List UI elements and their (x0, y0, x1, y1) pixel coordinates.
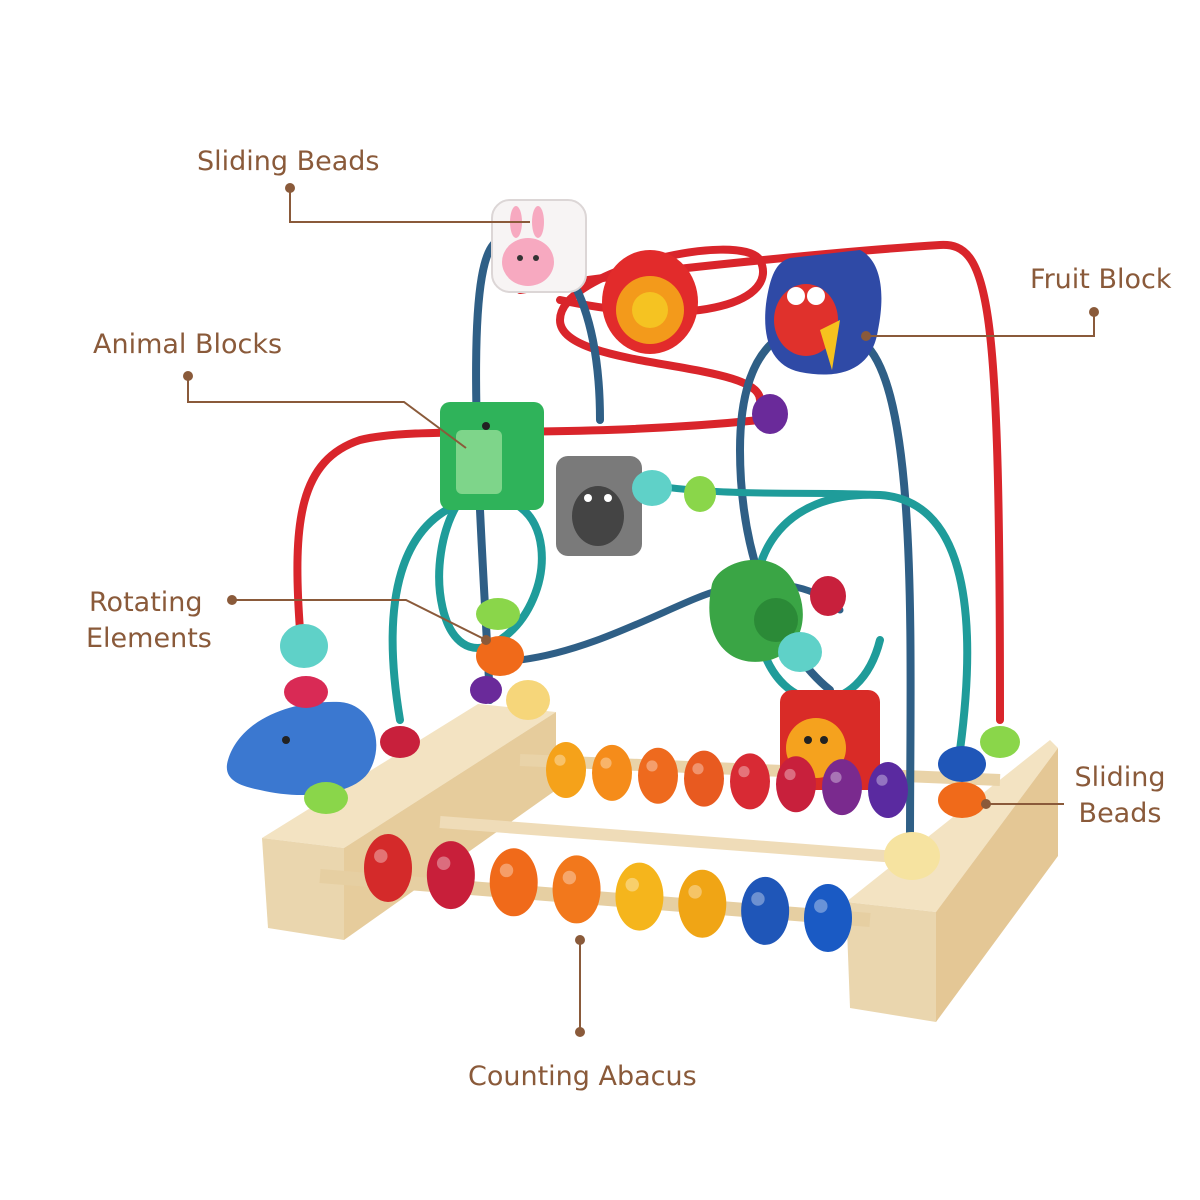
label-sliding-beads-right-line1: Sliding (1074, 762, 1166, 793)
abacus-front-bead-highlight-5 (625, 877, 639, 892)
abacus-front-bead-2 (426, 841, 475, 910)
abacus-front-bead-highlight-7 (751, 892, 765, 906)
abacus-front-bead-1 (364, 834, 412, 902)
abacus-front-bead-6 (678, 869, 727, 938)
crocodile-block (440, 402, 544, 510)
label-sliding-beads-top: Sliding Beads (197, 146, 380, 177)
dot-animal-blocks (183, 371, 193, 381)
abacus-back-bead-1 (546, 742, 586, 798)
label-fruit-block: Fruit Block (1030, 264, 1172, 295)
abacus-rod-middle (439, 816, 911, 864)
abacus-front-bead-8 (804, 884, 852, 952)
leader-sliding-beads-top (289, 186, 530, 223)
label-rotating-elements-line1: Rotating (89, 587, 203, 618)
abacus-back-bead-3 (638, 747, 678, 804)
base-left-front (262, 838, 344, 940)
abacus-front-bead-highlight-3 (499, 863, 514, 878)
bunny-block (491, 199, 587, 293)
abacus-front-bead-5 (615, 862, 664, 931)
dot-abacus-bottom (575, 1027, 585, 1037)
wire-beads (280, 394, 1020, 880)
label-sliding-beads-right-line2: Beads (1078, 798, 1162, 829)
abacus-back-bead-2 (592, 744, 632, 801)
abacus-back-bead-7 (822, 759, 862, 816)
pear-block (709, 559, 803, 662)
abacus-front-bead-7 (741, 876, 790, 945)
dot-sliding-beads-right (981, 799, 991, 809)
dot-sliding-beads-top (285, 183, 295, 193)
abacus-front-bead-highlight-2 (436, 856, 451, 871)
abacus-back-bead-highlight-6 (784, 768, 796, 781)
label-rotating-elements-line2: Elements (86, 623, 212, 654)
owl-block (765, 250, 882, 375)
abacus-back-bead-5 (730, 753, 770, 810)
abacus-front-bead-highlight-8 (814, 899, 828, 913)
abacus-back-bead-highlight-7 (830, 771, 842, 783)
gorilla-block (556, 456, 642, 556)
label-animal-blocks: Animal Blocks (93, 329, 283, 360)
abacus-back-bead-highlight-3 (646, 760, 658, 772)
teal-wire-loop-left (388, 493, 546, 724)
whale-block (226, 701, 377, 796)
abacus-back-bead-highlight-1 (554, 754, 566, 766)
leader-lines (187, 186, 1095, 1032)
base-right-side (936, 748, 1058, 1022)
abacus-front-bead-highlight-4 (562, 870, 577, 885)
dot-fruit-target (861, 331, 871, 341)
label-sliding-beads-right: Sliding Beads (1065, 760, 1175, 832)
abacus-back-row (546, 742, 908, 818)
abacus-back-bead-8 (868, 762, 908, 818)
dot-rotating-target (481, 635, 491, 645)
abacus-back-bead-highlight-4 (692, 763, 704, 775)
dot-abacus-top (575, 935, 585, 945)
dot-fruit-block (1089, 307, 1099, 317)
base-right-front (846, 902, 936, 1022)
abacus-front-bead-highlight-1 (374, 849, 388, 863)
abacus-back-bead-highlight-2 (600, 757, 612, 769)
leader-animal-blocks (187, 376, 467, 449)
lion-disc-block (602, 250, 698, 354)
abacus-back-bead-highlight-8 (876, 774, 888, 786)
red-wire-left (293, 416, 764, 634)
abacus-front-bead-highlight-6 (688, 885, 702, 899)
abacus-back-bead-highlight-5 (738, 766, 750, 778)
blue-wire-left (472, 235, 604, 704)
abacus-front-bead-4 (552, 855, 601, 924)
abacus-back-bead-4 (684, 750, 724, 807)
leader-dots (183, 183, 1099, 1037)
label-rotating-elements: Rotating Elements (86, 585, 246, 657)
abacus-front-bead-3 (489, 848, 538, 917)
dot-rotating-elements (227, 595, 237, 605)
leader-fruit-block (866, 312, 1095, 337)
label-counting-abacus: Counting Abacus (468, 1061, 697, 1092)
abacus-back-bead-6 (776, 756, 816, 813)
leader-rotating-elements (232, 599, 487, 641)
abacus-front-row (364, 834, 852, 952)
